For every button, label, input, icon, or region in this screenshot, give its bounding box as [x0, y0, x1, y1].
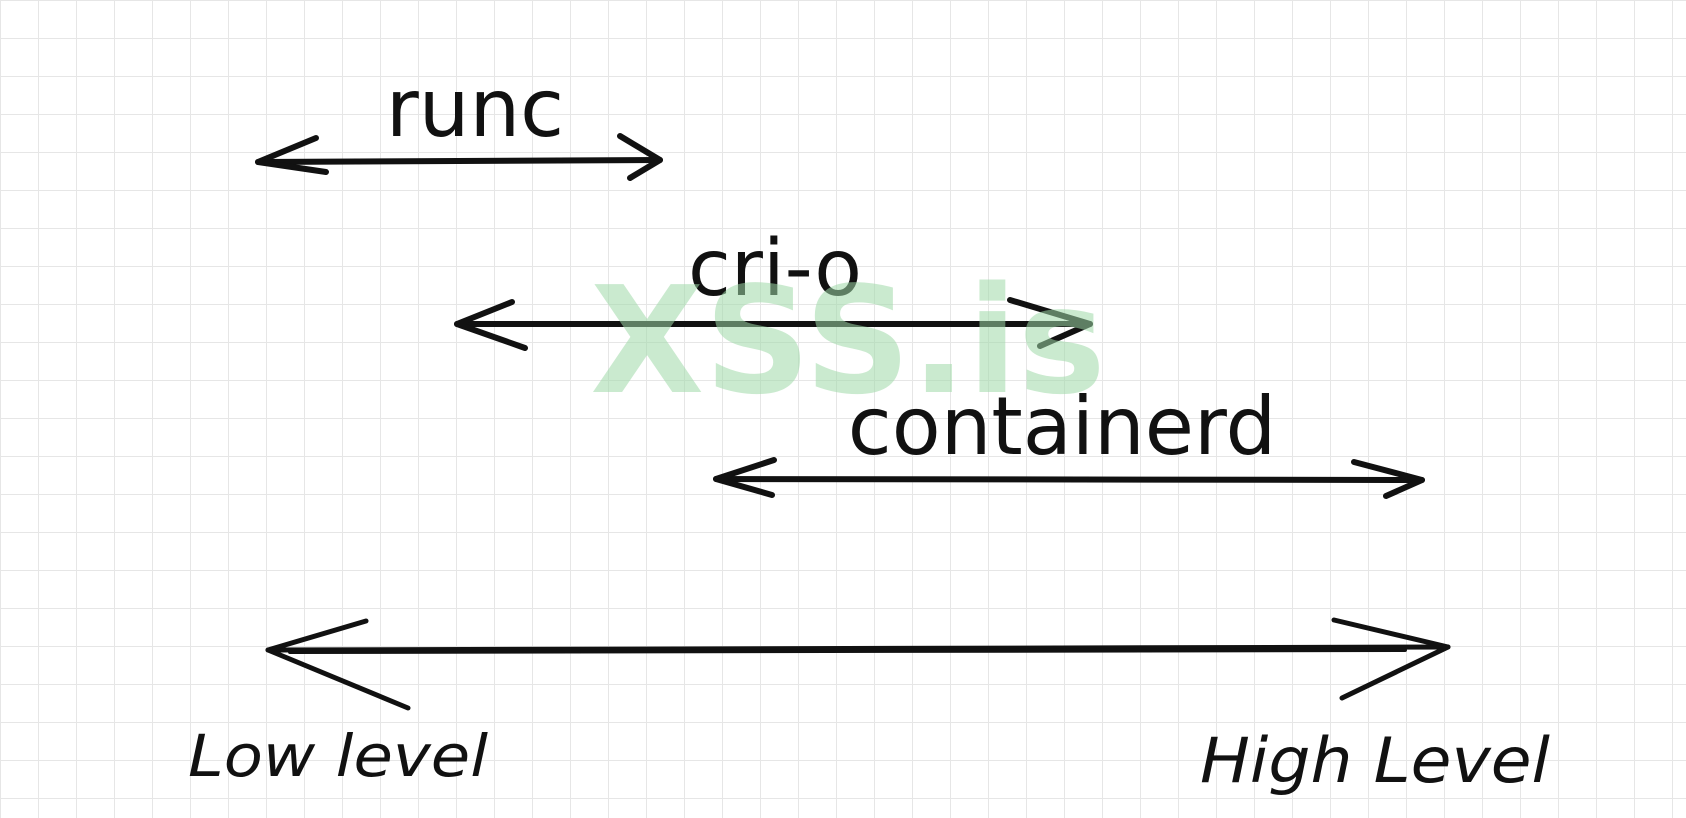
arrow-head-right [1331, 617, 1451, 701]
range-crio: cri-o [454, 224, 1093, 351]
range-containerd: containerd [713, 380, 1425, 499]
scale-label-high: High Level [1200, 724, 1550, 797]
range-runc: runc [255, 62, 663, 181]
arrow-head-right [617, 133, 663, 181]
range-arrow-containerd [713, 457, 1425, 499]
watermark-text: XSS.is [590, 255, 1106, 427]
range-label-runc: runc [386, 62, 564, 155]
range-arrow-runc [255, 133, 663, 181]
level-scale: Low level High Level [188, 617, 1550, 797]
arrow-shaft [713, 476, 1425, 483]
range-arrow-crio [454, 297, 1093, 351]
scale-arrow [265, 617, 1451, 711]
arrow-head-right [1007, 297, 1093, 349]
arrow-head-left [265, 618, 411, 711]
arrow-head-right [1351, 459, 1425, 499]
range-label-crio: cri-o [688, 224, 862, 314]
arrow-shaft [265, 644, 1451, 653]
arrow-head-left [454, 299, 528, 351]
range-label-containerd: containerd [848, 380, 1276, 473]
arrow-head-left [255, 135, 329, 175]
arrow-shaft-second-stroke [288, 648, 1407, 654]
arrow-head-left [713, 457, 777, 498]
arrow-shaft [255, 157, 663, 165]
scale-label-low: Low level [188, 722, 488, 790]
